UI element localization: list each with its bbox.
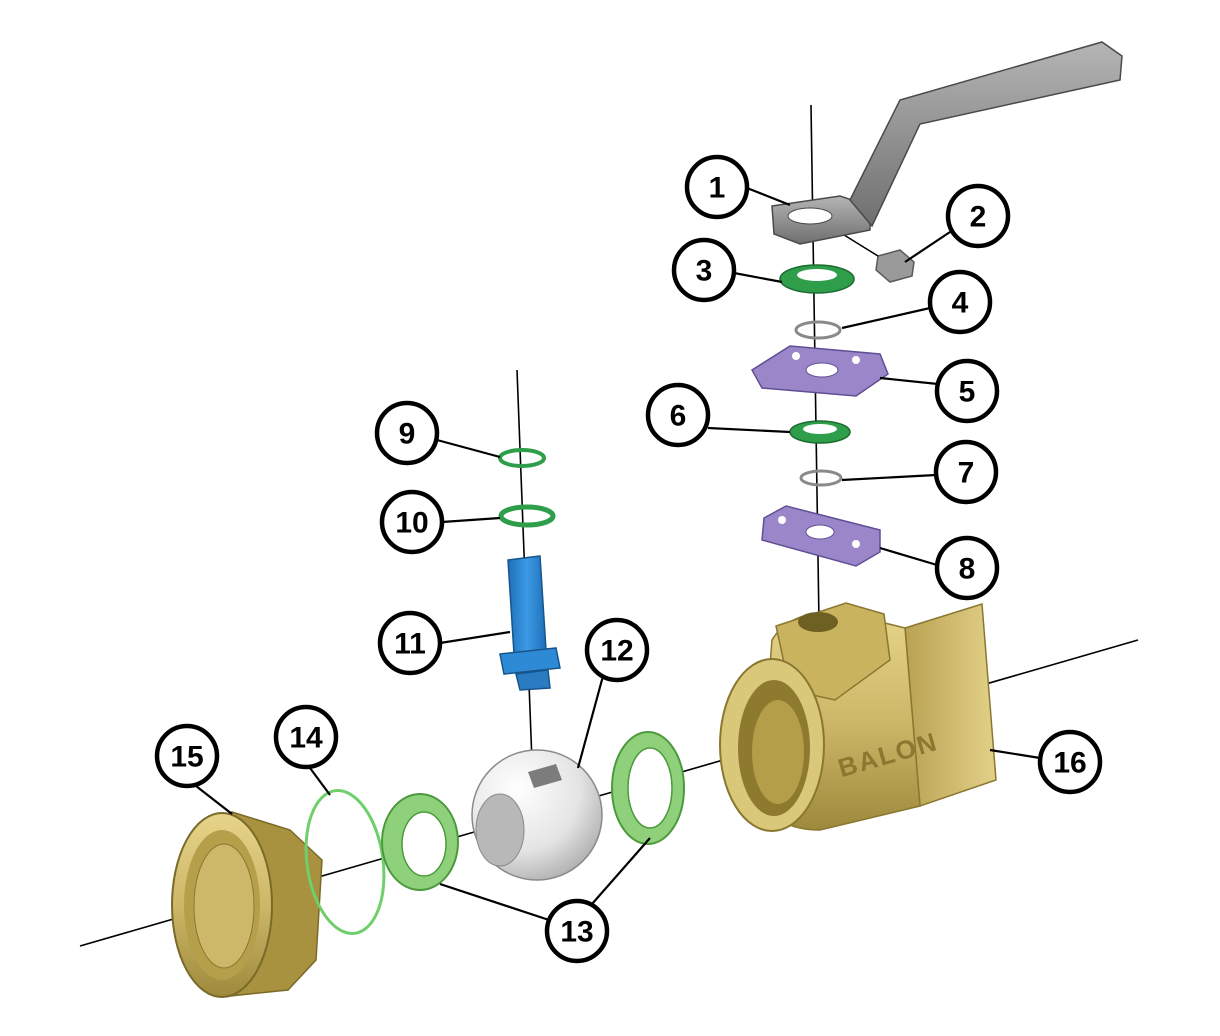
callout-8: 8 — [934, 535, 1000, 601]
callout-13: 13 — [544, 898, 610, 964]
washer-icon — [799, 469, 843, 487]
callout-6-label: 6 — [670, 400, 687, 433]
seal-ring-icon — [779, 264, 855, 294]
gasket-icon — [304, 789, 386, 935]
callout-11: 11 — [377, 610, 443, 676]
plate-icon — [761, 505, 881, 567]
callout-4: 4 — [927, 269, 993, 335]
callout-16-label: 16 — [1053, 747, 1086, 780]
callout-13-label: 13 — [560, 916, 593, 949]
stem-icon — [499, 555, 561, 691]
seat-ring-icon — [381, 793, 459, 891]
callout-1-label: 1 — [709, 172, 726, 205]
callout-2: 2 — [945, 183, 1011, 249]
plate-icon — [751, 345, 889, 397]
callout-7-label: 7 — [958, 457, 975, 490]
leader-lines — [195, 186, 1041, 922]
o-ring-icon — [498, 448, 546, 468]
callout-6: 6 — [645, 382, 711, 448]
callout-10: 10 — [379, 489, 445, 555]
callout-15-label: 15 — [170, 741, 203, 774]
callout-2-label: 2 — [970, 201, 987, 234]
callout-1: 1 — [684, 154, 750, 220]
valve-body-icon: BALON — [719, 602, 997, 832]
callout-5-label: 5 — [959, 376, 976, 409]
callout-4-label: 4 — [952, 287, 969, 320]
callout-14: 14 — [273, 704, 339, 770]
callout-8-label: 8 — [959, 553, 976, 586]
callout-3: 3 — [671, 237, 737, 303]
callout-12-label: 12 — [600, 635, 633, 668]
callout-3-label: 3 — [696, 255, 713, 288]
handle-icon — [771, 41, 1123, 245]
washer-icon — [794, 320, 842, 340]
callout-15: 15 — [154, 723, 220, 789]
o-ring-icon — [498, 504, 556, 528]
seat-ring-icon — [611, 731, 685, 845]
callout-12: 12 — [584, 617, 650, 683]
end-connector-icon — [171, 810, 323, 998]
callout-9: 9 — [374, 400, 440, 466]
callout-14-label: 14 — [289, 722, 323, 755]
seal-ring-icon — [789, 420, 851, 444]
callout-10-label: 10 — [395, 507, 428, 540]
callout-16: 16 — [1037, 729, 1103, 795]
callout-7: 7 — [933, 439, 999, 505]
callout-5: 5 — [934, 358, 1000, 424]
callout-11-label: 11 — [394, 628, 426, 661]
ball-icon — [471, 749, 603, 881]
callout-9-label: 9 — [399, 418, 416, 451]
